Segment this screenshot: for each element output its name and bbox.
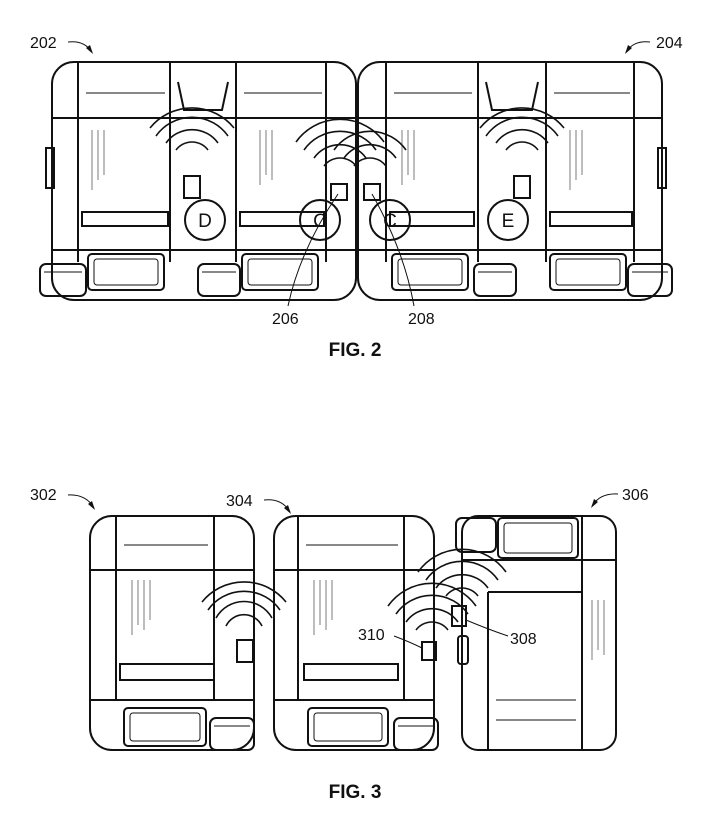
figure-caption-3: FIG. 3 bbox=[329, 782, 382, 803]
transmitter-tag bbox=[514, 176, 530, 198]
seat-assembly-202 bbox=[40, 62, 356, 300]
ref-label-206: 206 bbox=[272, 311, 299, 328]
seat-302 bbox=[90, 516, 254, 750]
ref-label-302: 302 bbox=[30, 487, 57, 504]
ref-label-306: 306 bbox=[622, 487, 649, 504]
ref-label-308: 308 bbox=[510, 631, 537, 648]
ref-label-204: 204 bbox=[656, 35, 683, 52]
transmitter-tag-208 bbox=[364, 184, 380, 200]
svg-text:E: E bbox=[502, 211, 515, 232]
seat-cushion bbox=[498, 518, 578, 558]
seat-marker-e: E bbox=[488, 200, 528, 240]
seat-outline bbox=[90, 516, 254, 750]
leader-line bbox=[394, 636, 422, 648]
figure-2: D C C E 202 204 206 208 FIG. 2 bbox=[30, 35, 683, 361]
armrest bbox=[40, 264, 86, 296]
seat-rail bbox=[82, 212, 168, 226]
leader-line bbox=[264, 500, 290, 512]
figure-3: 302 304 306 308 310 FIG. 3 bbox=[30, 487, 649, 803]
leader-line bbox=[592, 494, 618, 506]
ref-label-304: 304 bbox=[226, 493, 253, 510]
armrest bbox=[210, 718, 254, 750]
seat-marker-c-right: C bbox=[370, 200, 410, 240]
seat-marker-d: D bbox=[185, 200, 225, 240]
seat-marker-c-left: C bbox=[300, 200, 340, 240]
figure-caption-2: FIG. 2 bbox=[329, 340, 382, 361]
ref-label-310: 310 bbox=[358, 627, 385, 644]
ref-label-202: 202 bbox=[30, 35, 57, 52]
transmitter-tag-206 bbox=[331, 184, 347, 200]
wireless-signal-arcs bbox=[202, 549, 506, 630]
svg-text:D: D bbox=[198, 211, 212, 232]
transmitter-tag bbox=[237, 640, 253, 662]
leader-line bbox=[68, 495, 94, 508]
transmitter-tag bbox=[184, 176, 200, 198]
seat-cushion bbox=[124, 708, 206, 746]
ref-label-208: 208 bbox=[408, 311, 435, 328]
seat-304 bbox=[274, 516, 438, 750]
